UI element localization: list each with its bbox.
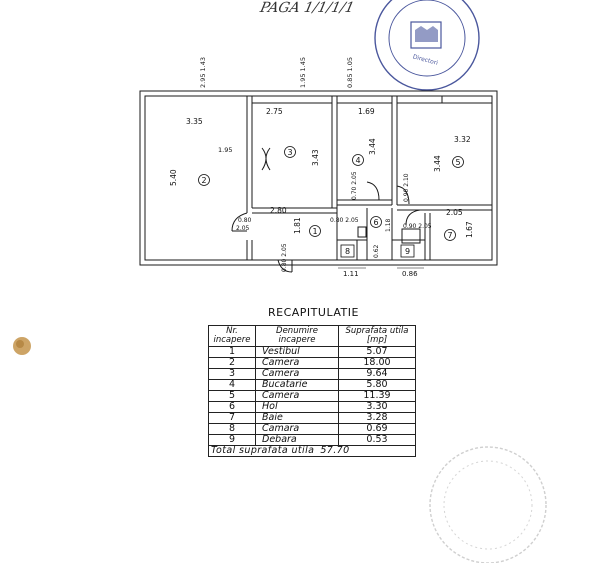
dim-0.90-2.05: 0.90 2.05 bbox=[403, 223, 432, 230]
room-marker-7: 7 bbox=[444, 229, 456, 241]
room-marker-1: 1 bbox=[309, 225, 321, 237]
svg-text:9: 9 bbox=[405, 247, 410, 256]
room-marker-9: 9 bbox=[400, 244, 415, 258]
recap-header-row: Nr. incapere Denumire incapere Suprafata… bbox=[208, 325, 416, 347]
top-dim-1: 2.95 1.43 bbox=[199, 57, 207, 88]
dim-1.81: 1.81 bbox=[293, 217, 302, 234]
header-area: Suprafata utila [mp] bbox=[338, 325, 416, 347]
svg-text:6: 6 bbox=[374, 218, 379, 227]
total-value: 57.70 bbox=[320, 445, 350, 456]
official-stamp-icon: Directori bbox=[374, 0, 480, 91]
dim-0.80: 0.80 bbox=[238, 217, 252, 224]
room-markers: 1 2 3 4 5 6 7 8 9 bbox=[198, 146, 464, 258]
faded-stamp-icon bbox=[429, 446, 547, 563]
dim-1.95: 1.95 bbox=[218, 146, 232, 154]
room-marker-2: 2 bbox=[198, 174, 210, 186]
dim-3.44-a: 3.44 bbox=[368, 138, 377, 155]
dim-1.67: 1.67 bbox=[465, 221, 474, 238]
dim-0.80-2.05-b: 0.80 2.05 bbox=[281, 243, 288, 272]
walls bbox=[139, 90, 498, 273]
room-marker-5: 5 bbox=[452, 156, 464, 168]
header-nr: Nr. incapere bbox=[208, 325, 256, 347]
recap-table: Nr. incapere Denumire incapere Suprafata… bbox=[208, 325, 416, 457]
svg-text:3: 3 bbox=[288, 148, 293, 157]
dim-1.69: 1.69 bbox=[358, 107, 375, 116]
dim-0.70-2.05: 0.70 2.05 bbox=[351, 171, 358, 200]
dim-3.43: 3.43 bbox=[311, 149, 320, 166]
top-dimension-markers: 2.95 1.43 1.95 1.45 0.85 1.05 bbox=[199, 57, 354, 88]
dim-0.62: 0.62 bbox=[373, 244, 380, 258]
dim-2.05-b: 2.05 bbox=[446, 208, 463, 217]
room-marker-4: 4 bbox=[352, 154, 364, 166]
dim-3.44-b: 3.44 bbox=[433, 155, 442, 172]
dim-0.80-2.05: 0.80 2.05 bbox=[330, 217, 359, 224]
top-dim-3: 0.85 1.05 bbox=[346, 57, 354, 88]
svg-text:5: 5 bbox=[456, 158, 461, 167]
stamp-label: Directori bbox=[412, 53, 439, 67]
svg-text:2: 2 bbox=[202, 176, 207, 185]
dim-1.18: 1.18 bbox=[385, 218, 392, 232]
total-row: Total suprafata utila 57.70 bbox=[208, 445, 416, 457]
room-marker-6: 6 bbox=[370, 216, 382, 228]
plan-dimensions: 3.35 2.75 1.69 3.32 5.40 3.43 3.44 3.44 … bbox=[169, 107, 474, 278]
room-marker-3: 3 bbox=[284, 146, 296, 158]
dim-5.40: 5.40 bbox=[169, 169, 178, 186]
top-dim-2: 1.95 1.45 bbox=[299, 57, 307, 88]
header-name: Denumire incapere bbox=[255, 325, 339, 347]
room-marker-8: 8 bbox=[340, 244, 355, 258]
dim-1.11: 1.11 bbox=[343, 270, 359, 278]
dim-2.75: 2.75 bbox=[266, 107, 283, 116]
header-scribble: PAGA 1/1/1/1 bbox=[258, 0, 356, 16]
total-label: Total suprafata utila bbox=[211, 445, 315, 456]
dim-2.05: 2.05 bbox=[236, 225, 250, 232]
dim-3.35: 3.35 bbox=[186, 117, 203, 126]
recap-title: RECAPITULATIE bbox=[268, 306, 359, 319]
dim-3.32: 3.32 bbox=[454, 135, 471, 144]
svg-text:1: 1 bbox=[313, 227, 318, 236]
svg-text:7: 7 bbox=[448, 231, 453, 240]
svg-text:8: 8 bbox=[345, 247, 350, 256]
dim-0.90-2.10: 0.90 2.10 bbox=[403, 173, 410, 202]
dim-2.80: 2.80 bbox=[270, 206, 287, 215]
dim-0.86: 0.86 bbox=[402, 270, 418, 278]
svg-text:4: 4 bbox=[356, 156, 361, 165]
